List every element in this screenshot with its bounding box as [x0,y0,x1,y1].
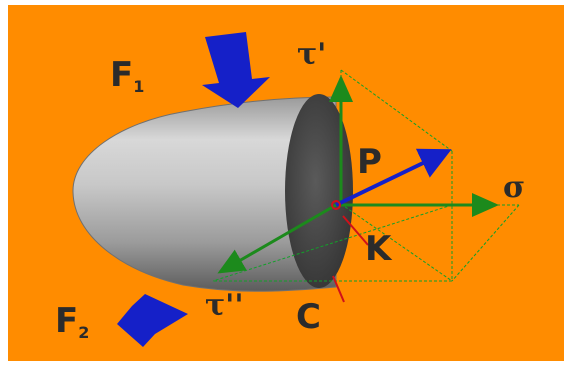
k-marker [342,215,369,246]
point-k [331,200,341,210]
tau-double-prime-vector [217,203,337,274]
f2-subscript: 2 [78,323,90,342]
f2-label: F2 [55,304,89,341]
c-label: C [296,297,321,337]
f1-letter: F [110,55,134,95]
p-label: P [357,142,382,182]
f1-force-arrow [202,32,270,108]
tau-double-prime-label: τ'' [205,288,244,323]
f2-letter: F [55,301,79,341]
f2-force-arrow [117,294,188,347]
cross-section-face [285,94,353,288]
f1-label: F1 [110,58,144,95]
c-marker [332,275,345,303]
k-label: K [365,229,392,269]
f1-subscript: 1 [133,77,145,96]
sigma-label: σ [503,170,526,205]
p-vector [335,148,452,207]
tau-prime-label: τ' [297,37,327,72]
